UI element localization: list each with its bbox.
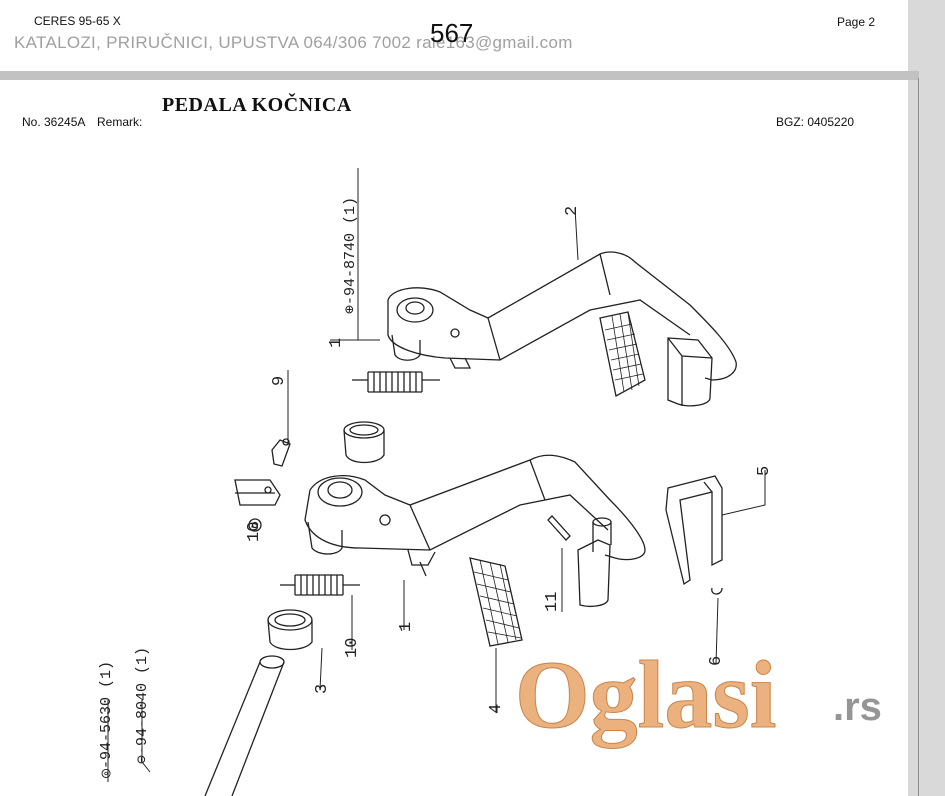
document-number: No. 36245A xyxy=(22,115,86,129)
brake-pedal-lower xyxy=(304,454,646,577)
callout-2: 2 xyxy=(563,206,582,216)
pedal-shaft xyxy=(204,655,285,796)
pedal-lever-stub xyxy=(577,517,612,607)
page-label: Page 2 xyxy=(837,15,876,29)
callout-1-lower: 1 xyxy=(397,622,416,632)
brake-pedal-upper xyxy=(387,251,737,381)
catalog-page xyxy=(0,0,908,796)
oglasi-logo: Oglasi .rs xyxy=(515,641,882,749)
callout-10-left: 10 xyxy=(245,522,264,542)
spring-lower xyxy=(280,574,360,596)
callout-10-lower: 10 xyxy=(343,638,362,658)
bushing-upper xyxy=(343,421,385,464)
spring-upper xyxy=(352,371,440,393)
pin-small xyxy=(271,438,291,467)
page-edge xyxy=(918,78,919,796)
pedal-pad-upper xyxy=(599,311,646,397)
viewer-background xyxy=(908,0,945,796)
pedal-pad-lower xyxy=(469,557,523,647)
leader-lines xyxy=(107,168,766,782)
page-number: 567 xyxy=(430,18,474,48)
contact-watermark: KATALOZI, PRIRUČNICI, UPUSTVA 064/306 70… xyxy=(14,33,573,52)
callout-11: 11 xyxy=(543,592,562,612)
pivot-bracket-left xyxy=(234,479,281,532)
bracket-upper xyxy=(667,337,713,407)
ref-94-5630: ◎-94-5630 (1) xyxy=(98,661,115,778)
callout-5: 5 xyxy=(755,466,774,476)
ref-94-8040: ⊖-94-8040 (1) xyxy=(134,647,151,764)
pin-11 xyxy=(547,515,571,541)
callout-6: 6 xyxy=(707,656,726,666)
callout-3: 3 xyxy=(313,684,332,694)
ref-94-8740: ⊕-94-8740 (1) xyxy=(342,197,359,314)
model-label: CERES 95-65 X xyxy=(34,14,121,28)
callout-1-upper: 1 xyxy=(327,338,346,348)
document-title: PEDALA KOČNICA xyxy=(162,94,352,116)
callout-4: 4 xyxy=(487,704,506,714)
bushing-lower xyxy=(267,609,313,651)
bgz-code: BGZ: 0405220 xyxy=(776,115,855,129)
callout-9: 9 xyxy=(270,376,289,386)
oglasi-logo-text: Oglasi xyxy=(515,641,776,748)
oglasi-logo-suffix: .rs xyxy=(833,685,882,729)
clip-part-6 xyxy=(711,587,723,595)
part-reference-labels: ⊕-94-8740 (1) ⊖-94-8040 (1) ◎-94-5630 (1… xyxy=(98,197,359,778)
callout-labels: 1 2 9 10 5 1 11 10 3 4 6 xyxy=(245,206,774,714)
page-separator xyxy=(0,71,919,80)
remark-label: Remark: xyxy=(97,115,143,129)
bracket-lower xyxy=(665,475,723,586)
